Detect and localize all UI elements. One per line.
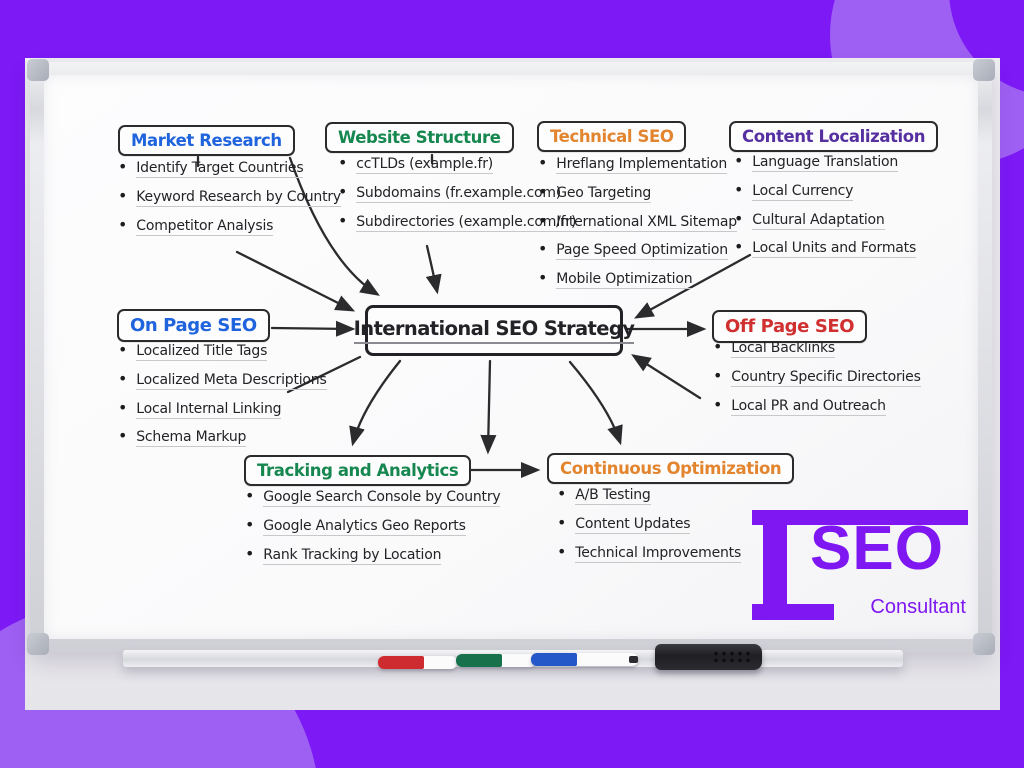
node-website-structure: Website Structure xyxy=(325,122,514,153)
green-marker xyxy=(456,654,536,667)
list-website-structure: ccTLDs (example.fr)Subdomains (fr.exampl… xyxy=(338,149,576,235)
list-item: Hreflang Implementation xyxy=(538,149,737,178)
node-international-seo-strategy: International SEO Strategy xyxy=(353,305,635,356)
node-technical-seo: Technical SEO xyxy=(537,121,687,152)
logo-i-beam-stem xyxy=(763,525,787,604)
blue-marker-cap xyxy=(531,653,577,666)
list-item: Country Specific Directories xyxy=(713,362,921,391)
list-item: Keyword Research by Country xyxy=(118,182,341,211)
seo-consultant-logo: SEO Consultant xyxy=(752,510,968,620)
green-marker-cap xyxy=(456,654,502,667)
list-item: Competitor Analysis xyxy=(118,211,341,240)
list-item: Mobile Optimization xyxy=(538,264,737,293)
list-item: Google Analytics Geo Reports xyxy=(245,511,500,540)
list-item: Geo Targeting xyxy=(538,178,737,207)
list-item: ccTLDs (example.fr) xyxy=(338,149,576,178)
frame-corner-cap xyxy=(973,59,995,81)
list-content-localization: Language TranslationLocal CurrencyCultur… xyxy=(734,147,916,262)
list-technical-seo: Hreflang ImplementationGeo TargetingInte… xyxy=(538,149,737,293)
node-market-research: Market Research xyxy=(118,125,295,156)
node-continuous-optimization: Continuous Optimization xyxy=(547,453,795,484)
logo-text-seo: SEO xyxy=(810,514,944,583)
list-item: Identify Target Countries xyxy=(118,153,341,182)
list-item: Technical Improvements xyxy=(557,538,741,567)
list-item: Localized Title Tags xyxy=(118,336,327,365)
whiteboard-photo: Market Research Website Structure Techni… xyxy=(25,58,1000,710)
list-item: Local PR and Outreach xyxy=(713,391,921,420)
list-item: Local Currency xyxy=(734,176,916,205)
list-item: International XML Sitemap xyxy=(538,207,737,236)
list-tracking-analytics: Google Search Console by CountryGoogle A… xyxy=(245,482,501,569)
list-item: Google Search Console by Country xyxy=(245,482,501,511)
red-marker xyxy=(378,656,457,669)
list-item: Subdirectories (example.com/fr) xyxy=(338,207,576,236)
logo-text-consultant: Consultant xyxy=(870,596,966,618)
frame-corner-cap xyxy=(973,633,995,655)
frame-corner-cap xyxy=(27,633,49,655)
list-item: Localized Meta Descriptions xyxy=(118,365,327,394)
eraser-dot-pattern xyxy=(712,650,752,664)
list-item: Cultural Adaptation xyxy=(734,205,916,234)
list-item: Local Units and Formats xyxy=(734,233,916,262)
whiteboard-eraser xyxy=(655,644,762,670)
node-tracking-analytics: Tracking and Analytics xyxy=(244,455,472,486)
list-off-page-seo: Local BacklinksCountry Specific Director… xyxy=(713,333,921,419)
list-item: Page Speed Optimization xyxy=(538,235,737,264)
list-item: Rank Tracking by Location xyxy=(245,540,500,569)
list-item: Local Internal Linking xyxy=(118,394,327,423)
frame-corner-cap xyxy=(27,59,49,81)
red-marker-cap xyxy=(378,656,424,669)
list-item: A/B Testing xyxy=(557,480,741,509)
blue-marker xyxy=(531,653,638,666)
list-item: Subdomains (fr.example.com) xyxy=(338,178,576,207)
logo-i-beam-bottom xyxy=(752,604,834,620)
list-on-page-seo: Localized Title TagsLocalized Meta Descr… xyxy=(118,336,327,451)
list-item: Language Translation xyxy=(734,147,916,176)
list-item: Local Backlinks xyxy=(713,333,921,362)
list-item: Content Updates xyxy=(557,509,741,538)
list-item: Schema Markup xyxy=(118,422,327,451)
list-continuous-optimization: A/B TestingContent UpdatesTechnical Impr… xyxy=(557,480,741,566)
logo-i-beam-top xyxy=(752,510,968,525)
center-title: International SEO Strategy xyxy=(353,317,635,344)
blue-marker-tip xyxy=(629,656,638,663)
list-market-research: Identify Target CountriesKeyword Researc… xyxy=(118,153,341,239)
